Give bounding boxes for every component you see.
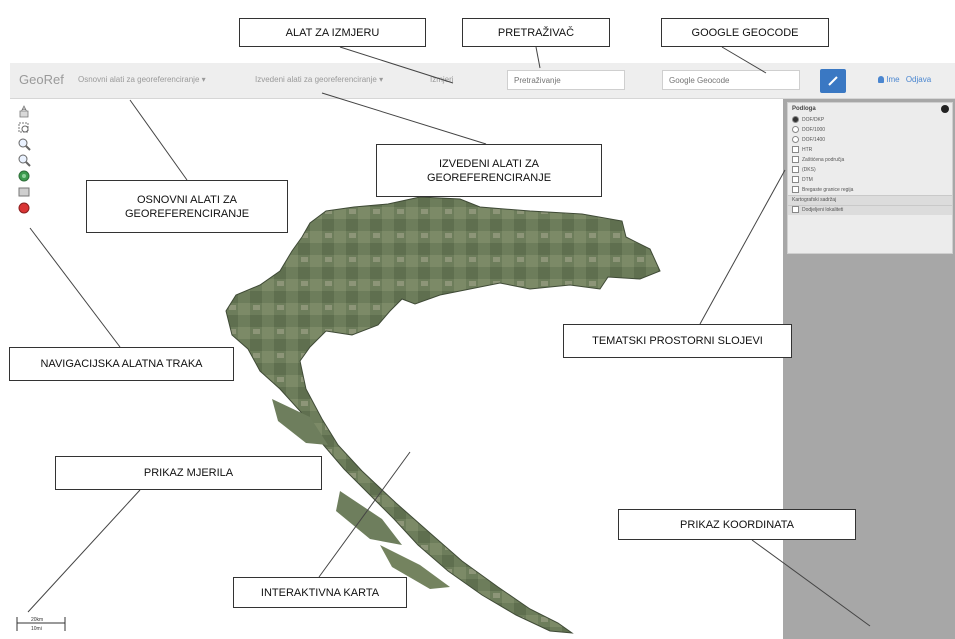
map-island-2: [336, 491, 402, 545]
user-icon: [878, 76, 884, 83]
logout-link[interactable]: Odjava: [905, 75, 932, 84]
layer-checkbox[interactable]: [792, 186, 799, 194]
pencil-icon: [828, 76, 838, 86]
map-island-1: [272, 399, 328, 445]
layer-row[interactable]: DOF/1400: [788, 135, 952, 145]
pan-icon[interactable]: [17, 105, 31, 119]
scale-bottom-label: 10mi: [31, 626, 42, 632]
layer-label: DTM: [802, 177, 813, 183]
layer-row[interactable]: DOF/1000: [788, 125, 952, 135]
brand-logo[interactable]: GeoRef: [19, 72, 64, 87]
callout-coordinates: PRIKAZ KOORDINATA: [618, 509, 856, 540]
map-island-3: [380, 545, 450, 589]
callout-navigation: NAVIGACIJSKA ALATNA TRAKA: [9, 347, 234, 381]
layer-label: HTR: [802, 147, 813, 153]
map-croatia-shape: [225, 196, 661, 634]
geocode-input[interactable]: [662, 70, 800, 90]
callout-measure: ALAT ZA IZMJERU: [239, 18, 426, 47]
layer-checkbox[interactable]: [792, 146, 799, 154]
layer-row[interactable]: HTR: [788, 145, 952, 155]
layer-row[interactable]: (DKS): [788, 165, 952, 175]
collapse-icon[interactable]: [941, 105, 949, 113]
section-cartographic[interactable]: Kartografski sadržaj: [788, 195, 952, 205]
zoom-in-icon[interactable]: [17, 137, 31, 151]
top-navbar: GeoRef Osnovni alati za georeferenciranj…: [10, 63, 955, 99]
layers-title: Podloga: [792, 106, 816, 112]
layer-checkbox[interactable]: [792, 166, 799, 174]
zoom-extent-icon[interactable]: [17, 169, 31, 183]
callout-basic: OSNOVNI ALATI ZA GEOREFERENCIRANJE: [86, 180, 288, 233]
scale-bar: 20km 10mi: [16, 617, 66, 632]
layer-label: Bregaste granice regija: [802, 187, 854, 193]
layer-row[interactable]: Bregaste granice regija: [788, 185, 952, 195]
callout-geocode: GOOGLE GEOCODE: [661, 18, 829, 47]
layer-label: DOF/1000: [802, 127, 826, 133]
layer-label: (DKS): [802, 167, 816, 173]
menu-basic-tools[interactable]: Osnovni alati za georeferenciranje ▾: [78, 75, 206, 84]
user-area: Ime Odjava: [878, 75, 931, 84]
localities-label: Dodjeljeni lokaliteti: [802, 207, 844, 213]
layer-radio[interactable]: [792, 136, 799, 144]
search-input[interactable]: [507, 70, 625, 90]
user-name-link[interactable]: Ime: [886, 75, 900, 84]
callout-scale: PRIKAZ MJERILA: [55, 456, 322, 490]
callout-derived: IZVEDENI ALATI ZA GEOREFERENCIRANJE: [376, 144, 602, 197]
scale-top-label: 20km: [31, 617, 43, 623]
callout-layers: TEMATSKI PROSTORNI SLOJEVI: [563, 324, 792, 358]
callout-search: PRETRAŽIVAČ: [462, 18, 610, 47]
menu-derived-tools[interactable]: Izvedeni alati za georeferenciranje ▾: [255, 75, 384, 84]
layer-checkbox[interactable]: [792, 156, 799, 164]
previous-view-icon[interactable]: [17, 185, 31, 199]
interactive-map[interactable]: [10, 99, 783, 639]
layers-header: Podloga: [788, 103, 952, 115]
layer-row[interactable]: DTM: [788, 175, 952, 185]
layer-radio[interactable]: [792, 116, 799, 124]
localities-checkbox[interactable]: [792, 206, 799, 214]
layer-row[interactable]: DOF/DKP: [788, 115, 952, 125]
callout-map: INTERAKTIVNA KARTA: [233, 577, 407, 608]
layer-label: DOF/1400: [802, 137, 826, 143]
geocode-button[interactable]: [820, 69, 846, 93]
section-localities[interactable]: Dodjeljeni lokaliteti: [788, 205, 952, 215]
zoom-box-icon[interactable]: [17, 121, 31, 135]
navigation-toolbar: [17, 105, 33, 217]
layer-label: DOF/DKP: [802, 117, 825, 123]
next-view-icon[interactable]: [17, 201, 31, 215]
layer-label: Zaštićena područja: [802, 157, 845, 163]
layer-radio[interactable]: [792, 126, 799, 134]
zoom-out-icon[interactable]: [17, 153, 31, 167]
layer-row[interactable]: Zaštićena područja: [788, 155, 952, 165]
layer-checkbox[interactable]: [792, 176, 799, 184]
